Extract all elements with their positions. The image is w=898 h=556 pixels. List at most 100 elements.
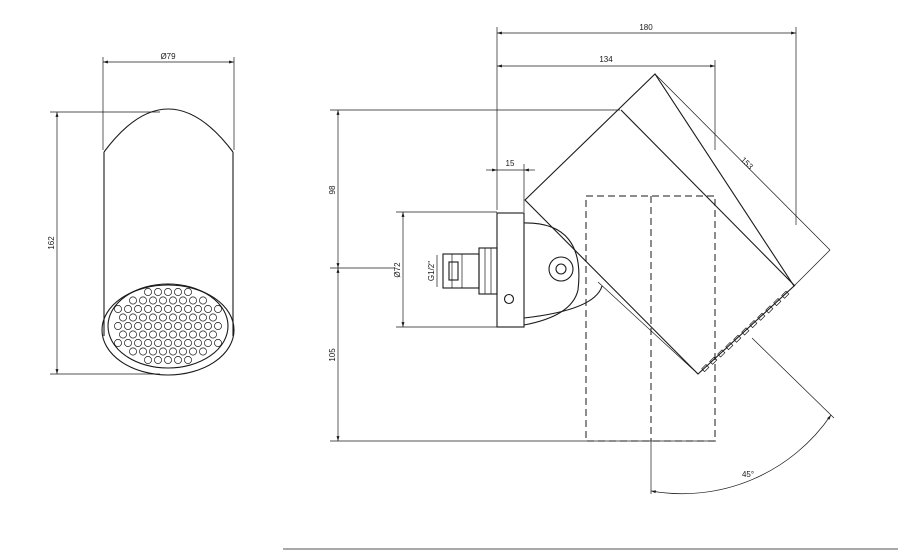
- nozzle: [179, 313, 187, 322]
- shower-head-body: [101, 108, 235, 376]
- nozzle: [169, 347, 177, 356]
- nozzle: [214, 305, 222, 313]
- nozzle: [159, 347, 167, 356]
- nozzle: [204, 322, 212, 330]
- label-h98: 98: [328, 185, 337, 194]
- nozzle: [129, 313, 137, 322]
- nozzle: [204, 339, 212, 347]
- nozzle-tip: [749, 320, 758, 329]
- nozzle: [149, 347, 157, 356]
- nozzle-tip: [733, 334, 742, 343]
- dimension-width-15: 15: [486, 159, 535, 212]
- nozzle: [209, 330, 217, 339]
- nozzle: [199, 330, 207, 339]
- nozzle-tip: [781, 290, 790, 299]
- nozzle: [124, 305, 132, 313]
- nozzle: [164, 339, 172, 347]
- nozzle: [214, 339, 222, 347]
- nozzle-tip: [741, 327, 750, 336]
- dashed-vertical-position: [585, 195, 716, 442]
- thread-callout: G1/2": [427, 255, 438, 287]
- nozzle: [134, 339, 142, 347]
- label-angle: 45°: [742, 470, 754, 479]
- nozzle: [124, 339, 132, 347]
- nozzle: [114, 322, 122, 330]
- nozzle-pattern: [114, 288, 222, 364]
- nozzle: [139, 347, 147, 356]
- nozzle: [119, 330, 127, 339]
- nozzle: [149, 296, 157, 305]
- nozzle: [179, 296, 187, 305]
- nozzle: [149, 330, 157, 339]
- nozzle-edge-row: [701, 290, 790, 373]
- nozzle: [139, 330, 147, 339]
- label-dia79: Ø79: [160, 52, 176, 61]
- nozzle: [164, 356, 172, 364]
- nozzle: [114, 339, 122, 347]
- nozzle: [189, 330, 197, 339]
- nozzle: [164, 305, 172, 313]
- nozzle-tip: [717, 349, 726, 358]
- nozzle: [134, 305, 142, 313]
- nozzle: [209, 313, 217, 322]
- nozzle: [189, 347, 197, 356]
- nozzle: [174, 356, 182, 364]
- dimension-diameter-72: Ø72: [393, 211, 497, 328]
- nozzle: [169, 296, 177, 305]
- nozzle: [179, 330, 187, 339]
- nozzle: [154, 356, 162, 364]
- nozzle: [154, 288, 162, 296]
- nozzle: [184, 305, 192, 313]
- label-dia72: Ø72: [393, 262, 402, 278]
- nozzle: [159, 296, 167, 305]
- nozzle: [119, 313, 127, 322]
- tilted-shower-head: 153: [524, 73, 831, 375]
- nozzle: [184, 356, 192, 364]
- nozzle-tip: [757, 312, 766, 321]
- nozzle: [169, 313, 177, 322]
- nozzle: [174, 322, 182, 330]
- dimension-width-134: 134: [497, 55, 716, 150]
- thread-connector: [442, 247, 498, 295]
- wall-flange: [496, 212, 525, 328]
- nozzle: [159, 330, 167, 339]
- nozzle-tip: [709, 356, 718, 365]
- dimension-height-162: 162: [47, 111, 160, 375]
- nozzle: [144, 288, 152, 296]
- side-view: 180 134 15 98 105: [328, 23, 835, 495]
- nozzle: [149, 313, 157, 322]
- nozzle: [189, 296, 197, 305]
- dimension-angle-45: 45°: [650, 337, 835, 495]
- nozzle: [199, 347, 207, 356]
- label-l153: 153: [739, 155, 755, 171]
- nozzle: [184, 322, 192, 330]
- label-h105: 105: [328, 348, 337, 362]
- label-w180: 180: [639, 23, 653, 32]
- label-thread: G1/2": [427, 261, 436, 281]
- nozzle: [129, 330, 137, 339]
- nozzle: [164, 288, 172, 296]
- nozzle: [199, 296, 207, 305]
- nozzle: [169, 330, 177, 339]
- nozzle: [184, 339, 192, 347]
- nozzle: [154, 305, 162, 313]
- nozzle: [129, 296, 137, 305]
- nozzle: [199, 313, 207, 322]
- nozzle: [154, 339, 162, 347]
- nozzle: [154, 322, 162, 330]
- nozzle: [114, 305, 122, 313]
- dimension-heights-98-105: 98 105: [328, 109, 716, 442]
- dimension-diameter-79: Ø79: [102, 52, 235, 150]
- nozzle: [214, 322, 222, 330]
- nozzle: [189, 313, 197, 322]
- nozzle-tip: [765, 305, 774, 314]
- dimension-width-180: 180: [496, 23, 797, 225]
- nozzle-tip: [773, 298, 782, 307]
- nozzle: [164, 322, 172, 330]
- nozzle: [204, 305, 212, 313]
- label-w134: 134: [599, 55, 613, 64]
- nozzle: [194, 305, 202, 313]
- nozzle: [174, 305, 182, 313]
